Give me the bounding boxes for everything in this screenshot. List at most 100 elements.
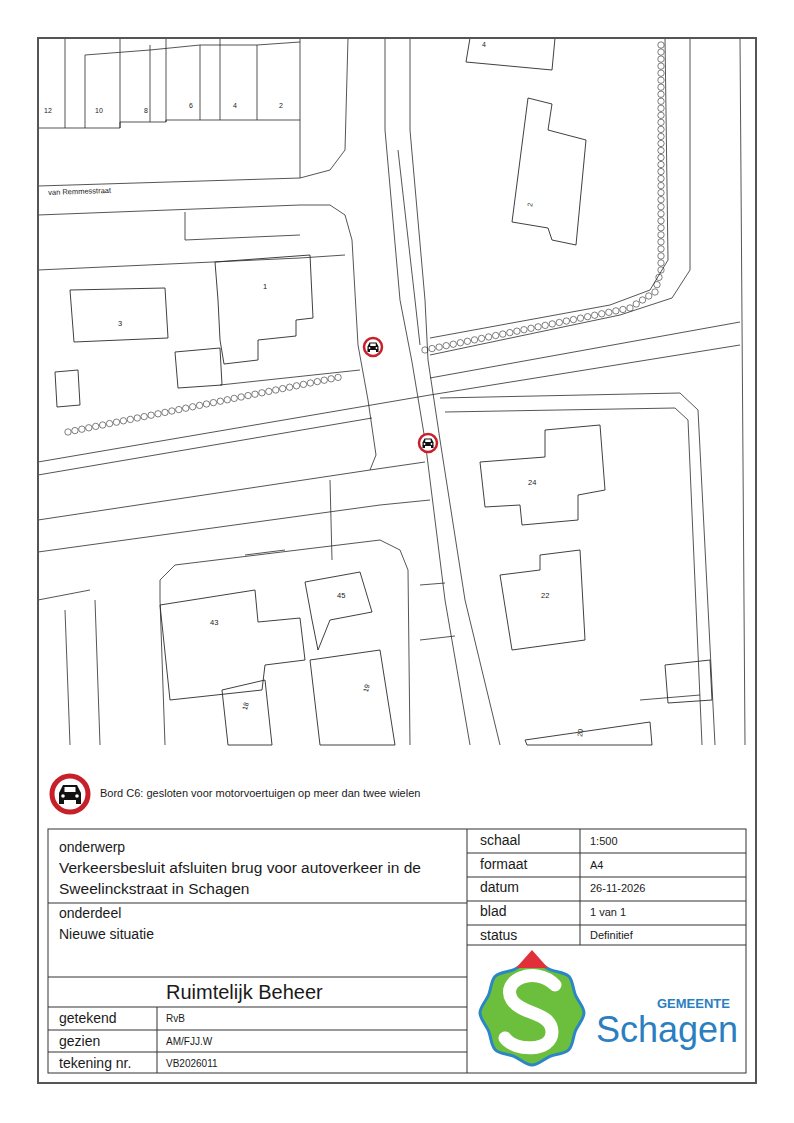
- table-rule: [48, 903, 467, 904]
- hedge-symbol: [273, 387, 279, 393]
- building-outline: [512, 98, 586, 245]
- hedge-symbol: [464, 338, 470, 344]
- building-outline: [500, 550, 585, 650]
- hedge-symbol: [155, 411, 161, 417]
- table-cell: status: [480, 927, 517, 943]
- hedge-symbol: [658, 239, 664, 245]
- map-line: [160, 540, 410, 745]
- hedge-symbol: [658, 182, 664, 188]
- table-cell: VB2026011: [166, 1058, 218, 1070]
- hedge-symbol: [514, 328, 520, 334]
- map-line: [330, 480, 332, 560]
- map-line: [39, 345, 740, 462]
- hedge-symbol: [528, 325, 534, 331]
- map-line: [65, 610, 70, 745]
- table-rule: [467, 925, 746, 926]
- hedge-symbol: [231, 395, 237, 401]
- hedge-symbol: [627, 305, 633, 311]
- map-line: [385, 39, 470, 745]
- map-line: [85, 55, 86, 128]
- hedge-symbol: [620, 306, 626, 312]
- hedge-symbol: [450, 341, 456, 347]
- building-outline: [175, 348, 222, 388]
- hedge-symbol: [639, 297, 645, 303]
- hedge-symbol: [485, 334, 491, 340]
- hedge-symbol: [259, 390, 265, 396]
- hedge-symbol: [658, 204, 664, 210]
- map-line: [640, 695, 700, 700]
- hedge-symbol: [196, 402, 202, 408]
- hedge-symbol: [577, 315, 583, 321]
- hedge-symbol: [542, 322, 548, 328]
- hedge-symbol: [300, 381, 306, 387]
- map-line: [39, 39, 348, 186]
- map-line: [440, 393, 715, 745]
- hedge-symbol: [613, 308, 619, 314]
- hedge-symbol: [646, 293, 652, 299]
- hedge-symbol: [654, 281, 660, 287]
- hedge-symbol: [335, 374, 341, 380]
- map-label: 20: [576, 728, 585, 737]
- table-rule: [467, 877, 746, 878]
- hedge-symbol: [658, 267, 664, 273]
- hedge-symbol: [120, 418, 126, 424]
- hedge-symbol: [658, 147, 664, 153]
- building-outline: [222, 680, 272, 745]
- hedge-symbol: [556, 319, 562, 325]
- map-line: [358, 345, 376, 470]
- hedge-symbol: [203, 401, 209, 407]
- table-rule: [48, 1030, 467, 1031]
- hedge-symbol: [521, 327, 527, 333]
- hedge-symbol: [591, 312, 597, 318]
- table-cell: 1 van 1: [590, 906, 626, 919]
- hedge-symbol: [658, 133, 664, 139]
- building-outline: [665, 660, 712, 703]
- building-outline: [215, 255, 313, 364]
- hedge-symbol: [436, 344, 442, 350]
- hedge-symbol: [658, 91, 664, 97]
- logo-text: Schagen: [596, 1009, 738, 1050]
- hedge-symbol: [72, 427, 78, 433]
- hedge-symbol: [86, 425, 92, 431]
- map-label: 6: [189, 102, 193, 110]
- hedge-symbol: [658, 168, 664, 174]
- hedge-symbol: [293, 383, 299, 389]
- hedge-symbol: [286, 384, 292, 390]
- building-outline: [70, 288, 168, 342]
- map-label: 18: [241, 701, 251, 711]
- hedge-symbol: [328, 376, 334, 382]
- map-line: [740, 39, 745, 745]
- map-line: [220, 39, 221, 120]
- c6-sign: [419, 434, 437, 452]
- hedge-symbol: [148, 412, 154, 418]
- table-cell: 1:500: [590, 835, 618, 848]
- hedge-symbol: [658, 112, 664, 118]
- hedge-symbol: [652, 289, 658, 295]
- hedge-symbol: [563, 318, 569, 324]
- hedge-symbol: [658, 77, 664, 83]
- map-label: 2: [279, 102, 283, 110]
- table-rule: [580, 829, 581, 945]
- table-cell: getekend: [59, 1010, 117, 1026]
- map-line: [185, 212, 186, 240]
- map-line: [65, 39, 66, 128]
- table-rule: [467, 853, 746, 854]
- map-line: [300, 39, 301, 178]
- hedge-symbol: [606, 309, 612, 315]
- hedge-symbol: [658, 56, 664, 62]
- hedge-symbol: [141, 413, 147, 419]
- c6-sign: [52, 776, 88, 812]
- hedge-symbol: [169, 408, 175, 414]
- hedge-symbol: [65, 429, 71, 435]
- map-line: [257, 45, 258, 120]
- c6-sign: [364, 338, 382, 356]
- hedge-symbol: [658, 126, 664, 132]
- hedge-symbol: [266, 388, 272, 394]
- hedge-symbol: [570, 316, 576, 322]
- hedge-symbol: [633, 301, 639, 307]
- legend-swatch: [48, 773, 92, 815]
- map-line: [420, 636, 455, 640]
- table-cell: formaat: [480, 856, 527, 872]
